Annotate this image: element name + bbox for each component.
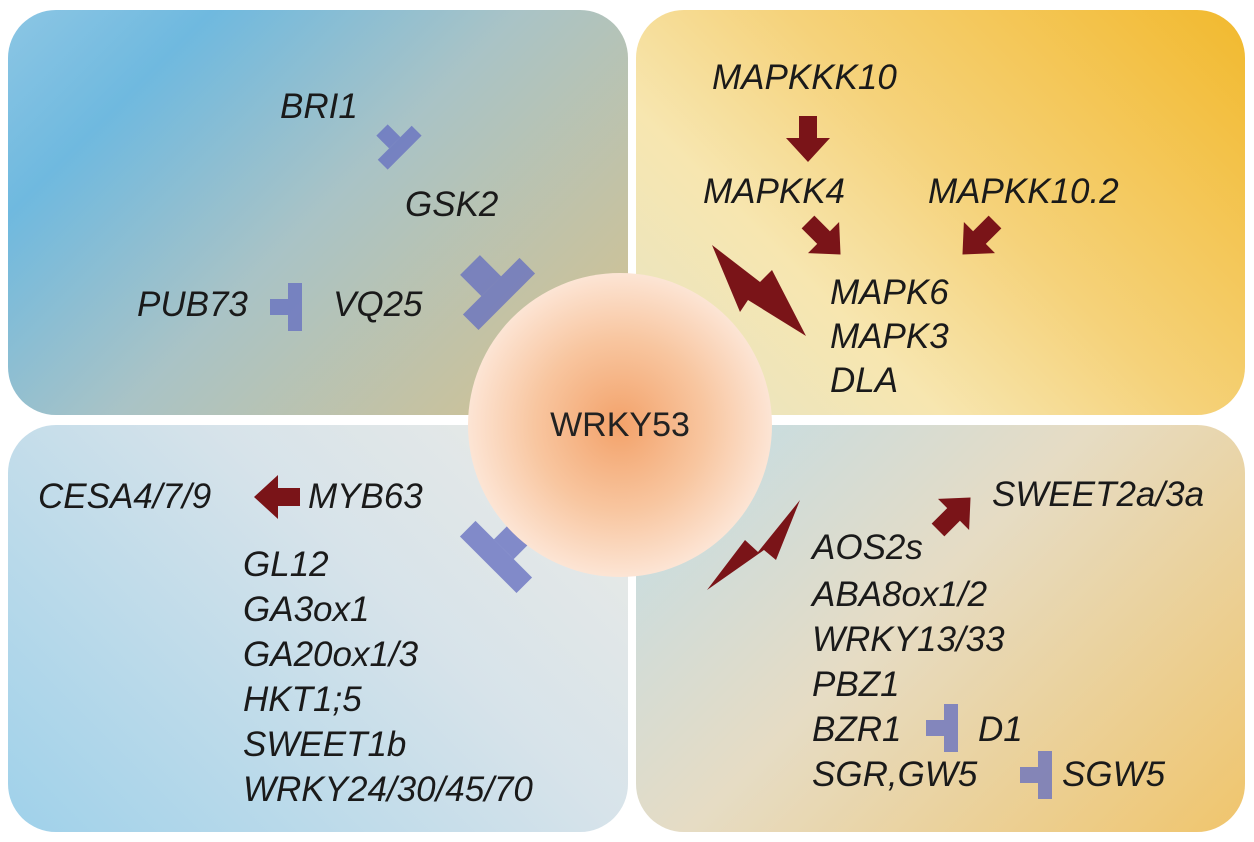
gene-gl12: GL12 bbox=[243, 545, 329, 584]
arrow-mapkk10-2-to-mapk bbox=[946, 206, 1011, 271]
arrow-aos2s-to-sweet bbox=[922, 481, 987, 546]
gene-d1: D1 bbox=[978, 710, 1023, 749]
gene-pub73: PUB73 bbox=[137, 285, 248, 324]
bolt-wrky53-to-targets bbox=[707, 500, 800, 590]
gene-mapk3: MAPK3 bbox=[830, 317, 949, 356]
gene-ga20ox: GA20ox1/3 bbox=[243, 635, 419, 674]
bolt-wrky53-to-mapk bbox=[712, 245, 806, 336]
gene-hkt1-5: HKT1;5 bbox=[243, 680, 362, 719]
gene-wrky24-30-45-70: WRKY24/30/45/70 bbox=[243, 770, 533, 809]
inhibit-bzr1-d1 bbox=[926, 704, 958, 752]
gene-cesa: CESA4/7/9 bbox=[38, 477, 212, 516]
gene-sweet2a-3a: SWEET2a/3a bbox=[992, 475, 1205, 514]
gene-mapkk10-2: MAPKK10.2 bbox=[928, 172, 1119, 211]
arrow-mapkkk10-to-mapkk4 bbox=[786, 116, 830, 162]
gene-sgr-gw5: SGR,GW5 bbox=[812, 755, 978, 794]
gene-ga3ox1: GA3ox1 bbox=[243, 590, 370, 629]
gene-aba8ox: ABA8ox1/2 bbox=[812, 575, 988, 614]
gene-wrky13-33: WRKY13/33 bbox=[812, 620, 1005, 659]
gene-mapkkk10: MAPKKK10 bbox=[712, 58, 897, 97]
inhibit-bri1-gsk2 bbox=[365, 113, 422, 170]
gene-gsk2: GSK2 bbox=[405, 185, 499, 224]
gene-bri1: BRI1 bbox=[280, 87, 358, 126]
inhibit-sgr-gw5-sgw5 bbox=[1020, 751, 1052, 799]
gene-bzr1: BZR1 bbox=[812, 710, 902, 749]
gene-mapk6: MAPK6 bbox=[830, 273, 949, 312]
gene-dla: DLA bbox=[830, 361, 899, 400]
gene-mapkk4: MAPKK4 bbox=[703, 172, 845, 211]
arrow-myb63-to-cesa bbox=[254, 475, 300, 519]
gene-myb63: MYB63 bbox=[308, 477, 423, 516]
wrky53-label: WRKY53 bbox=[550, 405, 690, 444]
gene-sgw5: SGW5 bbox=[1062, 755, 1166, 794]
gene-pbz1: PBZ1 bbox=[812, 665, 900, 704]
wrky53-hub: WRKY53 bbox=[468, 273, 772, 577]
gene-aos2s: AOS2s bbox=[812, 528, 923, 567]
arrow-mapkk4-to-mapk bbox=[792, 206, 857, 271]
gene-vq25: VQ25 bbox=[333, 285, 423, 324]
inhibit-pub73-vq25 bbox=[270, 283, 302, 331]
gene-sweet1b: SWEET1b bbox=[243, 725, 407, 764]
